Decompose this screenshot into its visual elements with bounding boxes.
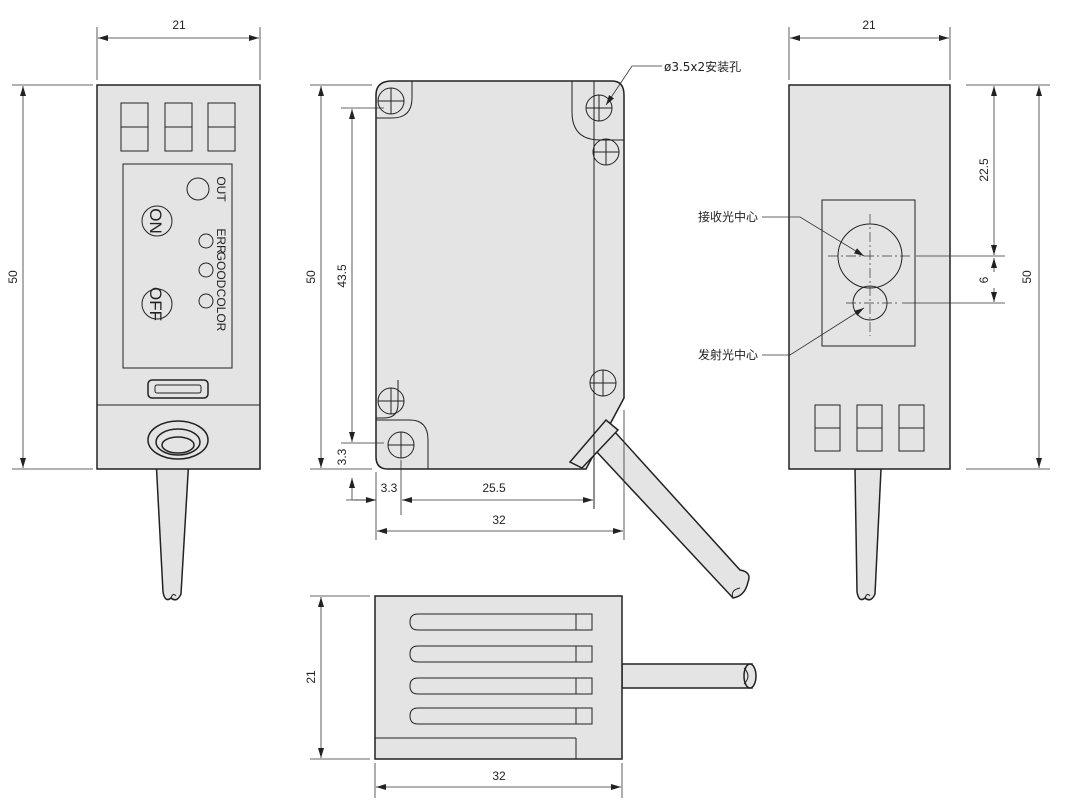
- mount-holes: [377, 87, 620, 459]
- front-cable: [154, 439, 191, 601]
- off-button: [141, 288, 173, 320]
- back-view: 接收光中心 发射光中心 21 50 22.5 6: [698, 18, 1050, 601]
- on-button: [141, 205, 173, 237]
- connector-port: [147, 379, 209, 399]
- side-body: [375, 80, 625, 470]
- color-lamp: [198, 293, 214, 309]
- color-label: COLOR: [214, 289, 228, 332]
- heat-fins: [409, 613, 593, 725]
- receiver-center-label: 接收光中心: [698, 209, 758, 224]
- display-digits: [120, 102, 236, 152]
- on-label: ON: [146, 208, 165, 234]
- bottom-height-dim: 21: [304, 670, 318, 684]
- back-display-digits: [814, 404, 925, 452]
- side-width-dim: 32: [492, 513, 506, 527]
- receiver-offset-dim: 22.5: [977, 158, 991, 182]
- mount-hole-label: ø3.5x2安装孔: [664, 59, 741, 74]
- good-lamp: [198, 262, 214, 278]
- side-height-dim: 50: [304, 270, 318, 284]
- side-view: ø3.5x2安装孔 50 43.5 3.3 3.3 25.5 32: [304, 59, 750, 599]
- control-panel: [122, 163, 233, 369]
- off-label: OFF: [146, 287, 165, 321]
- back-cable: [854, 468, 882, 601]
- out-indicator-lamp: [186, 177, 210, 201]
- hole-offset-x-dim: 3.3: [381, 481, 398, 495]
- front-view: ON OFF OUT ERR GOOD COLOR 21 50: [6, 18, 261, 601]
- front-height-dim: 50: [6, 270, 20, 284]
- back-body: [788, 84, 951, 470]
- bottom-cable: [621, 663, 753, 689]
- bottom-view: 21 32: [304, 595, 757, 798]
- lens-window: [821, 199, 916, 347]
- err-lamp: [198, 233, 214, 249]
- hole-offset-y-dim: 3.3: [335, 448, 349, 465]
- bottom-width-dim: 32: [492, 769, 506, 783]
- err-label: ERR: [214, 228, 228, 254]
- hole-span-dim: 43.5: [335, 264, 349, 288]
- back-width-dim: 21: [862, 18, 876, 32]
- back-height-dim: 50: [1020, 270, 1034, 284]
- good-label: GOOD: [214, 252, 228, 289]
- front-width-dim: 21: [172, 18, 186, 32]
- emitter-center-label: 发射光中心: [698, 347, 758, 362]
- side-cable: [593, 430, 750, 599]
- hole-pitch-dim: 25.5: [482, 481, 506, 495]
- lens-gap-dim: 6: [977, 276, 991, 283]
- out-label: OUT: [214, 176, 228, 202]
